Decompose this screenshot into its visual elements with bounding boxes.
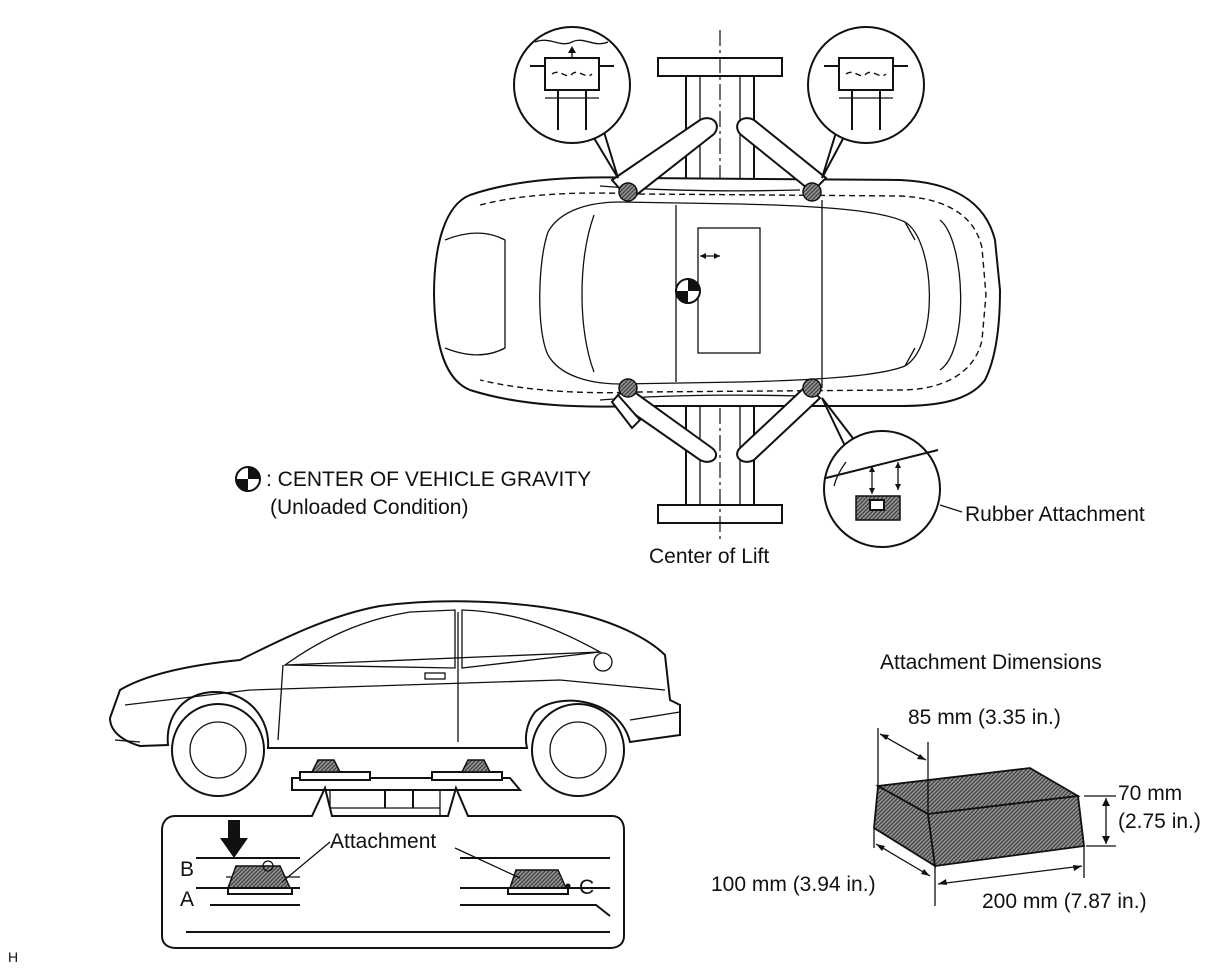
corner-code: H [8,949,18,965]
lift-point-rear-right [802,378,822,398]
lift-arms [610,117,828,463]
dim-70-sublabel: (2.75 in.) [1118,810,1201,833]
attachment-inset: Attachment B A C [161,785,625,949]
dim-200-label: 200 mm (7.87 in.) [982,890,1147,913]
car-side-view [108,600,681,797]
dim-100-label: 100 mm (3.94 in.) [711,873,876,896]
dim-85-label: 85 mm (3.35 in.) [908,706,1061,729]
car-top-view [432,176,1002,408]
lift-point-rear-left [802,182,822,202]
detail-callout-front [513,26,631,179]
label-a: A [180,888,194,911]
center-of-lift-label: Center of Lift [649,545,769,568]
attachment-dimensions: Attachment Dimensions 85 mm (3.35 in.) 7… [711,651,1201,913]
cog-label: : CENTER OF VEHICLE GRAVITY [266,468,591,491]
cog-sublabel: (Unloaded Condition) [270,496,468,519]
attachment-label: Attachment [330,830,436,853]
label-c: C [579,876,594,899]
cog-legend: : CENTER OF VEHICLE GRAVITY (Unloaded Co… [235,466,591,519]
lift-point-front-left [618,182,638,202]
detail-callout-rear [807,26,925,179]
detail-callout-rubber [821,397,963,548]
lift-point-front-right [618,378,638,398]
center-of-gravity-icon [675,278,701,304]
side-lift [291,759,523,815]
attachment-pad-right [508,869,568,889]
down-arrow-icon [220,820,248,858]
attachment-dimensions-title: Attachment Dimensions [880,651,1102,674]
label-b: B [180,858,194,881]
rubber-attachment-label: Rubber Attachment [965,503,1145,526]
attachment-pad-left [226,865,292,889]
dim-70-label: 70 mm [1118,782,1182,805]
